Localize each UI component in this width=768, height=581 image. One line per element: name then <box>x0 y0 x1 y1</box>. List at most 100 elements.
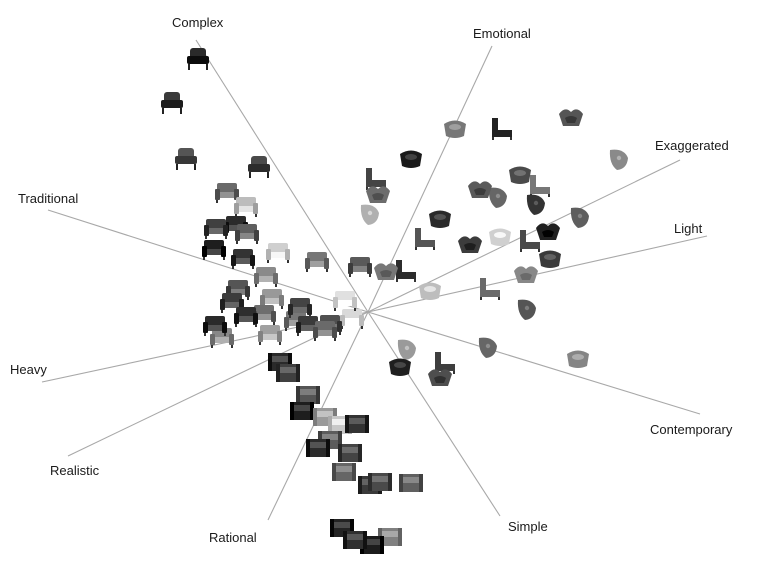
chair-part <box>435 352 455 371</box>
chair-part <box>371 476 389 482</box>
chair-part <box>275 284 277 287</box>
chair-part <box>324 258 329 269</box>
chair-part <box>449 124 461 130</box>
armchair-chair-thumbnail <box>234 307 258 327</box>
chair-part <box>530 175 550 194</box>
chair-part <box>254 305 274 314</box>
chair-part <box>363 539 381 545</box>
chair-part <box>310 402 314 420</box>
chair-part <box>349 274 351 277</box>
chair-part <box>234 203 239 214</box>
chair-part <box>326 269 328 272</box>
chair-part <box>315 321 335 330</box>
modern-chair-thumbnail <box>492 118 512 140</box>
chair-part <box>572 354 584 360</box>
chair-part <box>256 241 258 244</box>
armchair-chair-thumbnail <box>305 252 329 272</box>
chair-part <box>194 164 196 170</box>
chair-part <box>433 247 435 250</box>
chair-part <box>222 293 242 302</box>
chair-part <box>290 402 294 420</box>
modern-chair-thumbnail <box>397 339 416 360</box>
chair-part <box>260 295 265 306</box>
chair-part <box>337 321 342 332</box>
chair-part <box>367 210 373 216</box>
chair-part <box>226 216 246 225</box>
chair-part <box>396 260 416 279</box>
modern-chair-thumbnail <box>415 228 435 250</box>
chair-part <box>289 315 291 318</box>
chair-part <box>265 298 279 304</box>
chair-part <box>203 322 208 333</box>
chair-part <box>434 214 446 220</box>
chair-part <box>247 297 249 300</box>
chair-part <box>350 519 354 537</box>
chair-part <box>236 258 250 264</box>
chair-part <box>333 522 351 528</box>
chair-part <box>223 257 225 260</box>
chair-part <box>414 279 416 282</box>
cube-chair-thumbnail <box>399 474 423 492</box>
chair-part <box>253 203 258 214</box>
chair-part <box>296 364 300 382</box>
chair-part <box>215 337 229 343</box>
chair-part <box>235 324 237 327</box>
axis-label-realistic: Realistic <box>50 463 100 478</box>
chair-part <box>464 243 476 250</box>
axis-label-traditional: Traditional <box>18 191 78 206</box>
axis-line-light <box>367 235 708 313</box>
chair-part <box>255 214 257 217</box>
chair-part <box>217 183 237 192</box>
modern-chair-thumbnail <box>360 204 379 225</box>
chair-part <box>485 343 491 349</box>
chair-part <box>208 325 222 331</box>
chair-part <box>498 297 500 300</box>
cube-chair-thumbnail <box>306 439 330 457</box>
chair-part <box>306 439 310 457</box>
chair-part <box>394 362 406 368</box>
chair-part <box>229 225 243 231</box>
chair-part <box>345 318 359 324</box>
chair-part <box>162 108 164 114</box>
modern-chair-thumbnail <box>488 187 507 208</box>
chair-part <box>307 304 312 315</box>
chair-part <box>271 252 285 258</box>
chair-part <box>335 291 355 300</box>
modern-chair-thumbnail <box>480 278 500 300</box>
modern-chair-thumbnail <box>468 181 492 198</box>
modern-chair-thumbnail <box>517 299 536 320</box>
chair-part <box>248 164 270 172</box>
chair-part <box>538 249 540 252</box>
chair-part <box>205 236 207 239</box>
chair-part <box>492 137 494 140</box>
chair-part <box>253 313 258 324</box>
chair-part <box>352 297 357 308</box>
chair-part <box>372 193 384 200</box>
chair-part <box>221 246 226 257</box>
armchair-chair-thumbnail <box>258 325 282 345</box>
chair-part <box>235 214 237 217</box>
chair-part <box>279 295 284 306</box>
armchair-chair-thumbnail <box>348 257 372 277</box>
chair-part <box>231 345 233 348</box>
chair-part <box>330 519 334 537</box>
modern-chair-thumbnail <box>419 282 441 300</box>
wingback-chair-thumbnail <box>248 156 270 178</box>
chair-part <box>348 263 353 274</box>
modern-chair-thumbnail <box>389 358 411 376</box>
chair-part <box>301 325 315 331</box>
axis-line-contemporary <box>367 311 701 415</box>
chair-part <box>480 297 482 300</box>
chair-part <box>254 230 259 241</box>
armchair-chair-thumbnail <box>204 219 228 239</box>
chair-part <box>520 273 532 280</box>
chair-part <box>285 328 287 331</box>
chair-part <box>492 118 512 137</box>
chair-part <box>293 307 307 313</box>
chair-part <box>256 267 276 276</box>
chair-part <box>342 309 362 318</box>
chair-part <box>338 300 352 306</box>
chair-part <box>316 411 334 417</box>
chair-part <box>225 302 239 308</box>
modern-chair-thumbnail <box>570 207 589 228</box>
